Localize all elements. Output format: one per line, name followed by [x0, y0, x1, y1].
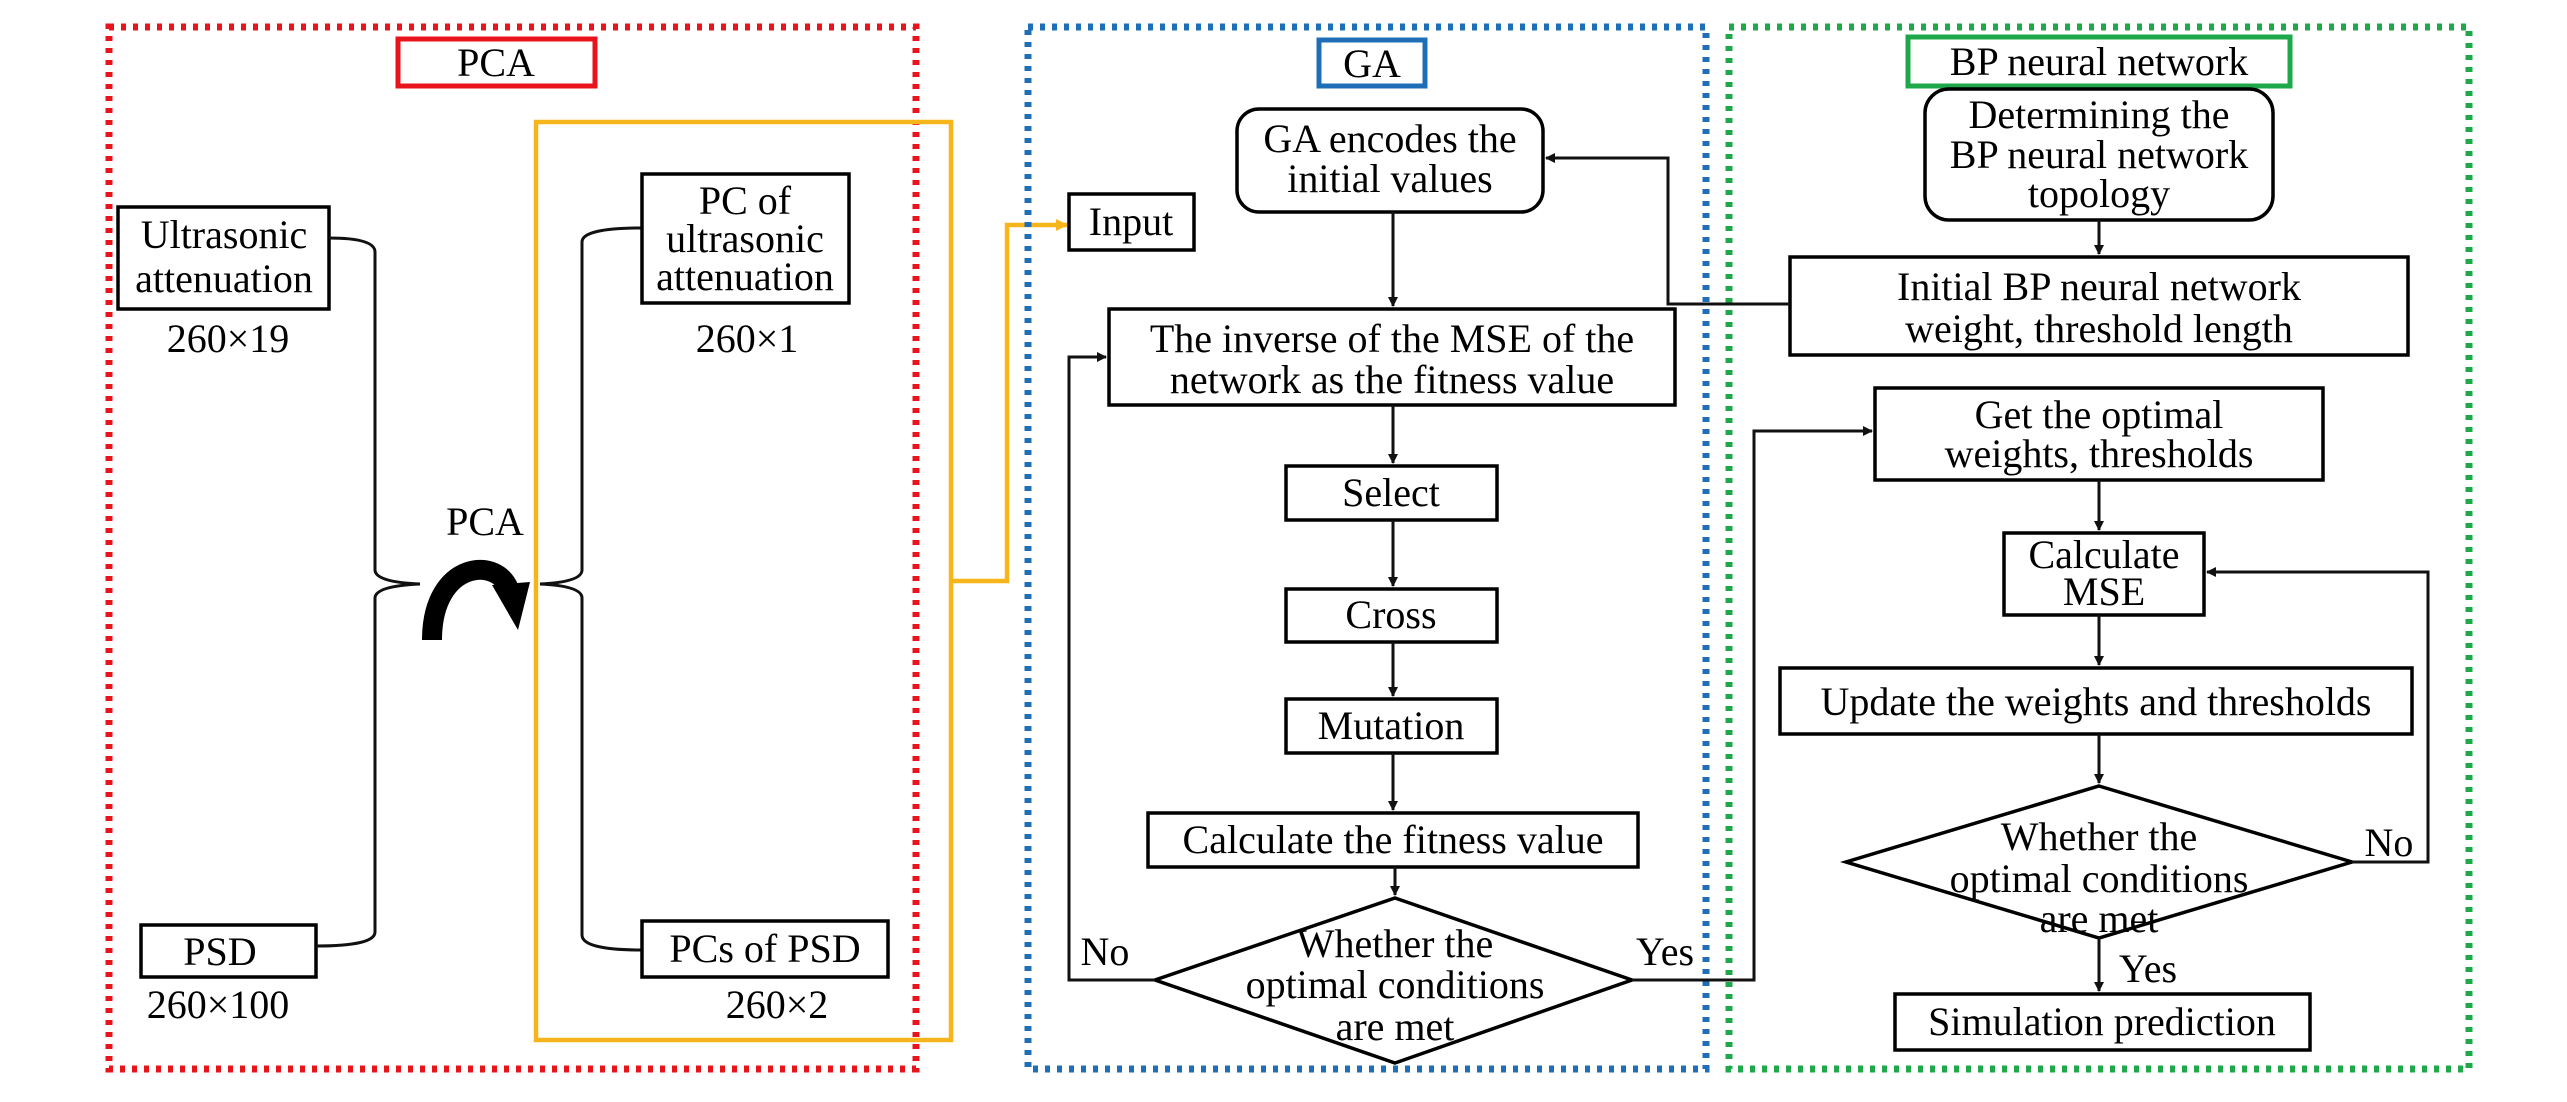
- mutation-node[interactable]: [1284, 697, 1499, 755]
- init-weights-node[interactable]: [1788, 255, 2410, 357]
- psd-dimension: 260×100: [147, 982, 290, 1027]
- mutation-label: Mutation: [1318, 703, 1465, 748]
- ultrasonic-label-line1: Ultrasonic: [141, 212, 308, 257]
- ga-no-label: No: [1081, 929, 1130, 974]
- init-weights-line2: weight, threshold length: [1905, 306, 2293, 351]
- ultrasonic-label-line2: attenuation: [135, 256, 313, 301]
- cross-label: Cross: [1345, 592, 1436, 637]
- pcs-psd-node[interactable]: [640, 919, 890, 979]
- calculate-mse-line2: MSE: [2063, 569, 2145, 614]
- bp-section-border: [1725, 23, 2473, 1073]
- pca-to-input-connector: [951, 219, 1068, 584]
- ga-section: GA Input GA encodes the initial values T…: [1024, 23, 1710, 1073]
- optimal-weights-line2: weights, thresholds: [1945, 431, 2254, 476]
- fitness-definition-line1: The inverse of the MSE of the: [1150, 316, 1634, 361]
- ga-encode-line2: initial values: [1287, 156, 1493, 201]
- update-weights-label: Update the weights and thresholds: [1821, 679, 2372, 724]
- simulation-prediction-node[interactable]: [1893, 992, 2312, 1052]
- pcs-psd-dimension: 260×2: [726, 982, 829, 1027]
- pcs-psd-label: PCs of PSD: [669, 926, 860, 971]
- optimal-weights-line1: Get the optimal: [1975, 392, 2224, 437]
- ultrasonic-dimension: 260×19: [167, 316, 290, 361]
- fitness-definition-node[interactable]: [1107, 307, 1677, 407]
- ga-decision-node[interactable]: [1149, 896, 1638, 1065]
- pc-ultrasonic-dimension: 260×1: [696, 316, 799, 361]
- pc-ultrasonic-line1: PC of: [699, 178, 792, 223]
- input-node[interactable]: [1067, 192, 1196, 252]
- optimal-weights-node[interactable]: [1873, 386, 2325, 482]
- select-node[interactable]: [1284, 464, 1499, 522]
- psd-node[interactable]: [139, 923, 318, 979]
- bp-title: BP neural network: [1950, 39, 2248, 84]
- bp-decision-line1: Whether the: [2001, 814, 2198, 859]
- bp-no-label: No: [2365, 820, 2414, 865]
- input-merge-bracket: [315, 236, 421, 948]
- ga-decision-line3: are met: [1336, 1004, 1455, 1049]
- ga-no-loop-arrow: [1067, 352, 1155, 982]
- init-weights-line1: Initial BP neural network: [1897, 264, 2301, 309]
- calculate-mse-line1: Calculate: [2028, 532, 2179, 577]
- pca-title-box: [395, 36, 598, 89]
- input-label: Input: [1089, 199, 1173, 244]
- ultrasonic-attenuation-node[interactable]: [116, 205, 331, 311]
- pc-ultrasonic-node[interactable]: [640, 172, 851, 305]
- init-to-encode-arrow: [1545, 153, 1790, 306]
- ga-title-box: [1316, 37, 1428, 89]
- ga-decision-line1: Whether the: [1297, 921, 1494, 966]
- topology-line3: topology: [2028, 171, 2170, 216]
- bp-yes-label: Yes: [2119, 946, 2177, 991]
- ga-encode-line1: GA encodes the: [1263, 116, 1516, 161]
- update-weights-node[interactable]: [1778, 666, 2414, 736]
- simulation-prediction-label: Simulation prediction: [1928, 999, 2276, 1044]
- fitness-definition-line2: network as the fitness value: [1170, 357, 1614, 402]
- output-split-bracket: [539, 226, 643, 952]
- ga-decision-line2: optimal conditions: [1246, 962, 1545, 1007]
- select-label: Select: [1342, 470, 1440, 515]
- bp-section: BP neural network Determining the BP neu…: [1725, 23, 2473, 1073]
- topology-line1: Determining the: [1968, 92, 2229, 137]
- cross-node[interactable]: [1284, 587, 1499, 644]
- ga-section-border: [1024, 23, 1710, 1073]
- ga-yes-to-optimal-arrow: [1632, 426, 1873, 982]
- pc-ultrasonic-line3: attenuation: [656, 254, 834, 299]
- ga-encode-node[interactable]: [1235, 107, 1545, 214]
- calculate-fitness-label: Calculate the fitness value: [1183, 817, 1604, 862]
- bp-title-box: [1905, 34, 2293, 89]
- calculate-fitness-node[interactable]: [1146, 811, 1640, 869]
- ga-yes-label: Yes: [1636, 929, 1694, 974]
- psd-label: PSD: [183, 929, 256, 974]
- pca-section: PCA Ultrasonic attenuation 260×19 PSD 26…: [105, 23, 954, 1073]
- pca-transform-label: PCA: [446, 499, 524, 544]
- pca-title: PCA: [457, 40, 535, 85]
- pc-ultrasonic-line2: ultrasonic: [666, 216, 824, 261]
- topology-line2: BP neural network: [1950, 132, 2248, 177]
- bp-decision-line2: optimal conditions: [1950, 856, 2249, 901]
- ga-title: GA: [1343, 41, 1401, 86]
- calculate-mse-node[interactable]: [2002, 531, 2206, 617]
- bp-decision-line3: are met: [2040, 896, 2159, 941]
- bp-no-loop-arrow: [2206, 567, 2430, 864]
- pca-transform-arrow-icon: [422, 559, 530, 641]
